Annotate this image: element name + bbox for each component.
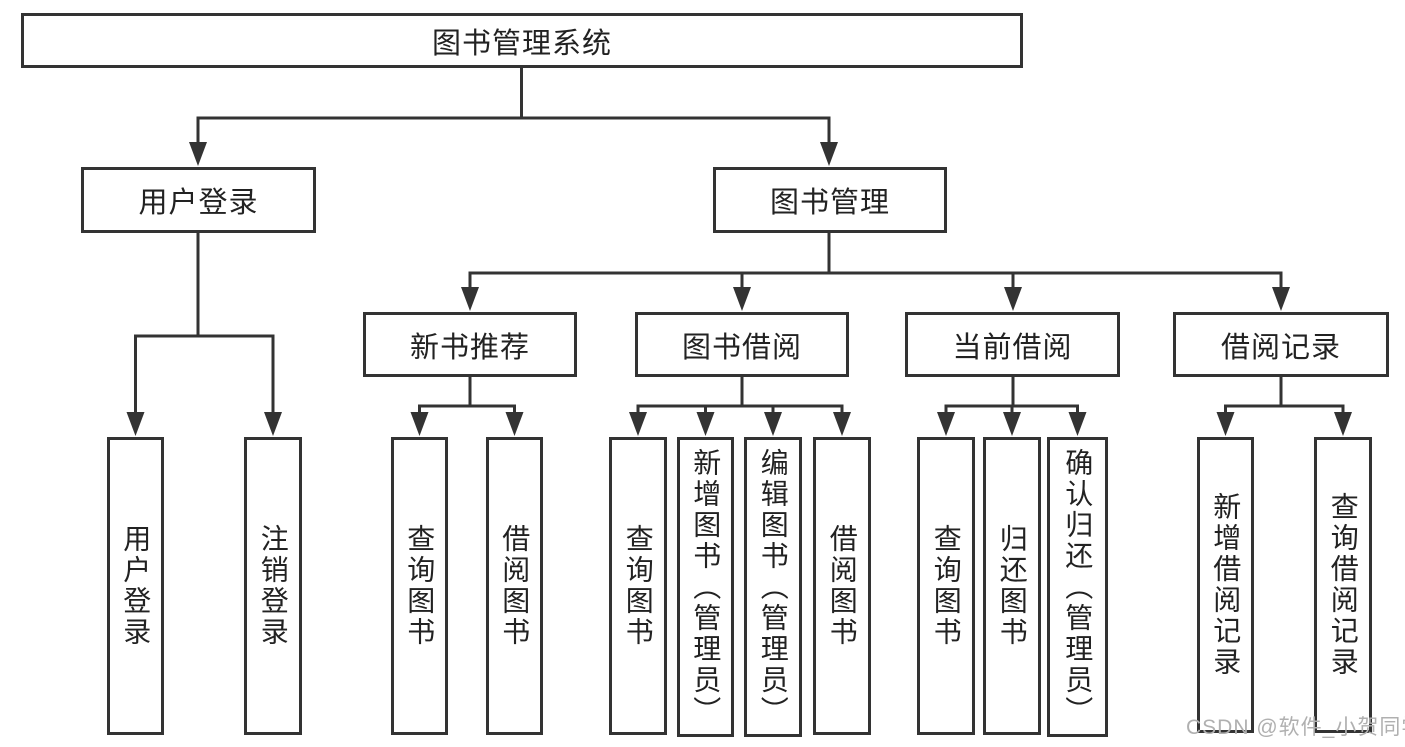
leaf-query-borrow-record: 查询借阅记录 [1314,437,1372,733]
leaf-add-borrow-record: 新增借阅记录 [1197,437,1254,733]
node-book-borrowing: 图书借阅 [635,312,849,377]
watermark: CSDN @软件_小贺同学 [1186,716,1405,739]
node-user-login: 用户登录 [81,167,316,233]
leaf-borrow-books-2: 借阅图书 [813,437,871,735]
leaf-return-books: 归还图书 [983,437,1041,735]
leaf-query-books-3: 查询图书 [917,437,975,735]
leaf-edit-books-admin: 编辑图书（管理员） [744,437,802,737]
node-current-borrowing: 当前借阅 [905,312,1120,377]
leaf-query-books-1: 查询图书 [391,437,448,735]
node-root: 图书管理系统 [21,13,1023,68]
leaf-add-books-admin: 新增图书（管理员） [677,437,734,737]
leaf-confirm-return-admin: 确认归还（管理员） [1047,437,1108,737]
leaf-query-books-2: 查询图书 [609,437,667,735]
node-borrowing-records: 借阅记录 [1173,312,1389,377]
leaf-logout: 注销登录 [244,437,302,735]
node-book-management: 图书管理 [713,167,947,233]
node-new-book-recommend: 新书推荐 [363,312,577,377]
leaf-user-login: 用户登录 [107,437,164,735]
leaf-borrow-books-1: 借阅图书 [486,437,543,735]
